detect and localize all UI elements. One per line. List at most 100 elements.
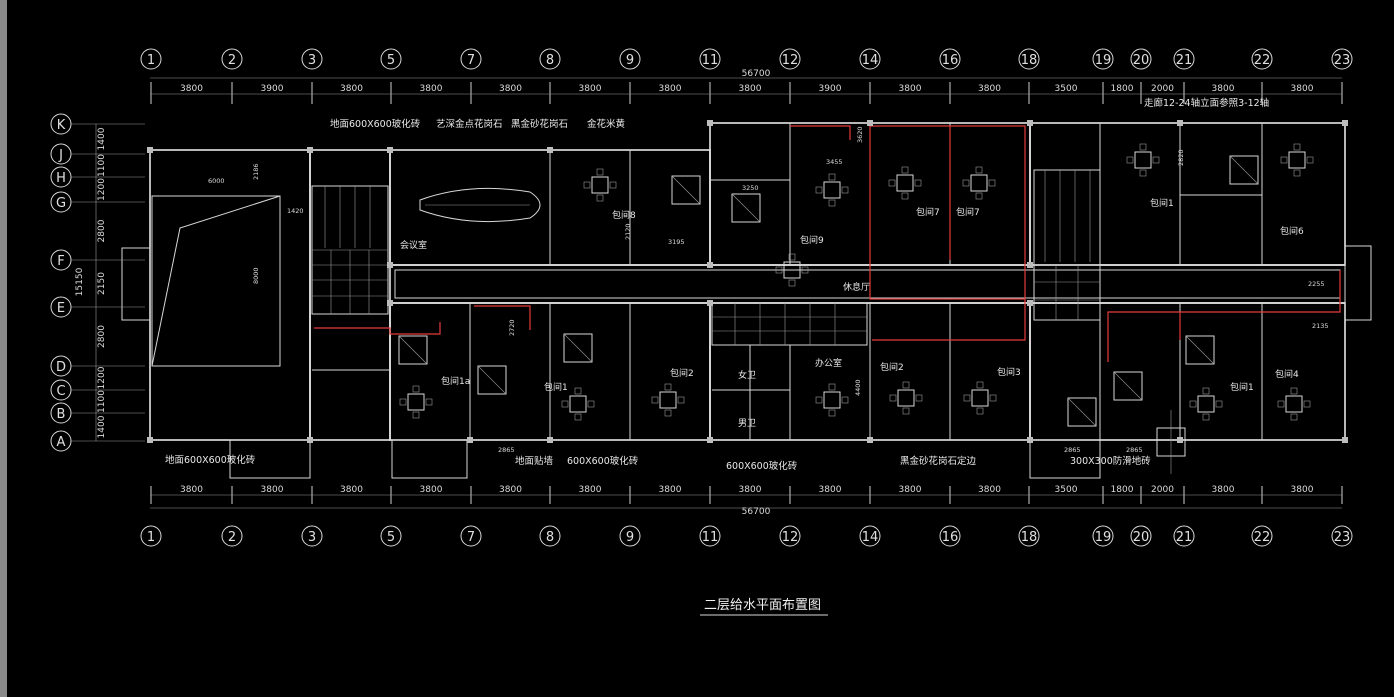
- dining-chair: [574, 387, 582, 395]
- grid-column-label: 12: [782, 53, 799, 68]
- dining-table: [1285, 395, 1303, 413]
- grid-column-label: 9: [626, 530, 634, 545]
- small-dimension-d2135: 2135: [1312, 322, 1329, 330]
- room-label-lounge: 休息厅: [843, 281, 870, 293]
- small-dimension-d2865c: 2865: [1126, 446, 1143, 454]
- grid-row-label: J: [58, 148, 63, 163]
- grid-bubble-bottom: [859, 525, 881, 547]
- dining-chair: [609, 181, 617, 189]
- grid-column-label: 7: [467, 530, 475, 545]
- grid-row-label: E: [57, 301, 65, 316]
- row-dimension-value: 1400: [97, 415, 107, 438]
- row-dimension-value: 2800: [97, 325, 107, 348]
- room-label-pj4: 包间4: [1275, 368, 1299, 380]
- grid-bubble-bottom: [1018, 525, 1040, 547]
- bed-cover: [1185, 335, 1215, 365]
- cursor-crosshair: [1156, 410, 1186, 474]
- dining-chair: [828, 409, 836, 417]
- dimension-value: 3800: [899, 485, 922, 495]
- room-label-office: 办公室: [815, 357, 842, 369]
- bed-cover: [731, 193, 761, 223]
- dining-chair: [1152, 156, 1160, 164]
- dining-chair: [815, 186, 823, 194]
- small-dimension-d2120: 2120: [624, 223, 632, 240]
- dimension-value: 3900: [261, 84, 284, 94]
- bed: [563, 333, 593, 363]
- grid-column-label: 1: [147, 530, 155, 545]
- grid-column-label: 9: [626, 53, 634, 68]
- grid-bubble-top: [1130, 48, 1152, 70]
- dining-table: [897, 389, 915, 407]
- small-dimension-d6000: 6000: [208, 177, 225, 185]
- grid-column-label: 21: [1176, 53, 1193, 68]
- bed-cover: [563, 333, 593, 363]
- dining-chair: [677, 396, 685, 404]
- conference-table: [419, 187, 541, 223]
- room-label-pj3: 包间3: [997, 366, 1021, 378]
- dining-chair: [989, 394, 997, 402]
- note-n_stone4: 黑金砂花岗石定边: [900, 455, 977, 467]
- grid-bubble-bottom: [460, 525, 482, 547]
- grid-bubble-bottom: [1251, 525, 1273, 547]
- bed: [1067, 397, 1097, 427]
- dining-chair: [841, 186, 849, 194]
- dining-chair: [788, 279, 796, 287]
- small-dimension-d4400: 4400: [854, 379, 862, 396]
- dining-chair: [1202, 413, 1210, 421]
- grid-row-label: A: [57, 435, 66, 450]
- grid-bubble-top: [939, 48, 961, 70]
- grid-column-label: 12: [782, 530, 799, 545]
- dining-chair: [1280, 156, 1288, 164]
- bed-cover: [398, 335, 428, 365]
- dimension-value: 3800: [261, 485, 284, 495]
- room-label-pj2b: 包间2: [880, 361, 904, 373]
- dimension-value: 1800: [1111, 84, 1134, 94]
- grid-column-label: 21: [1176, 530, 1193, 545]
- dining-table: [407, 393, 425, 411]
- grid-column-label: 22: [1254, 530, 1271, 545]
- row-dimension-value: 1400: [97, 127, 107, 150]
- dining-chair: [1202, 387, 1210, 395]
- dining-chair: [915, 394, 923, 402]
- room-label-meeting: 会议室: [400, 239, 427, 251]
- small-dimension-d2255: 2255: [1308, 280, 1325, 288]
- grid-bubble-top: [1251, 48, 1273, 70]
- grid-column-label: 16: [942, 53, 959, 68]
- grid-column-label: 14: [862, 53, 879, 68]
- grid-row-label: D: [56, 360, 66, 375]
- dining-chair: [914, 179, 922, 187]
- grid-bubble-top: [779, 48, 801, 70]
- grid-bubble-top: [140, 48, 162, 70]
- dimension-value: 3900: [819, 84, 842, 94]
- room-label-pj7b: 包间7: [956, 206, 980, 218]
- dining-chair: [828, 173, 836, 181]
- dining-chair: [815, 396, 823, 404]
- water-supply-lines: [314, 125, 1341, 362]
- dimension-value: 3800: [739, 485, 762, 495]
- stair-grids: [311, 169, 1101, 346]
- grid-bubble-bottom: [1130, 525, 1152, 547]
- dining-chair: [976, 407, 984, 415]
- note-n_stone3: 金花米黄: [587, 118, 625, 130]
- grid-bubble-bottom: [221, 525, 243, 547]
- dimension-value: 3800: [420, 485, 443, 495]
- dining-chair: [962, 179, 970, 187]
- dimension-value: 3500: [1055, 485, 1078, 495]
- dining-chair: [963, 394, 971, 402]
- dining-chair: [561, 400, 569, 408]
- dimension-value: 3800: [499, 485, 522, 495]
- grid-column-label: 2: [228, 53, 236, 68]
- dining-chair: [788, 253, 796, 261]
- grid-bubble-top: [380, 48, 402, 70]
- dining-chair: [596, 168, 604, 176]
- dining-chair: [412, 411, 420, 419]
- row-dimension-value: 1100: [97, 390, 107, 413]
- dimension-value: 3800: [499, 84, 522, 94]
- grid-column-label: 19: [1095, 530, 1112, 545]
- bed-cover: [1229, 155, 1259, 185]
- grid-column-label: 8: [546, 530, 554, 545]
- dimension-value: 3800: [1212, 84, 1235, 94]
- dining-table: [823, 181, 841, 199]
- room-label-pj1: 包间1: [544, 381, 568, 393]
